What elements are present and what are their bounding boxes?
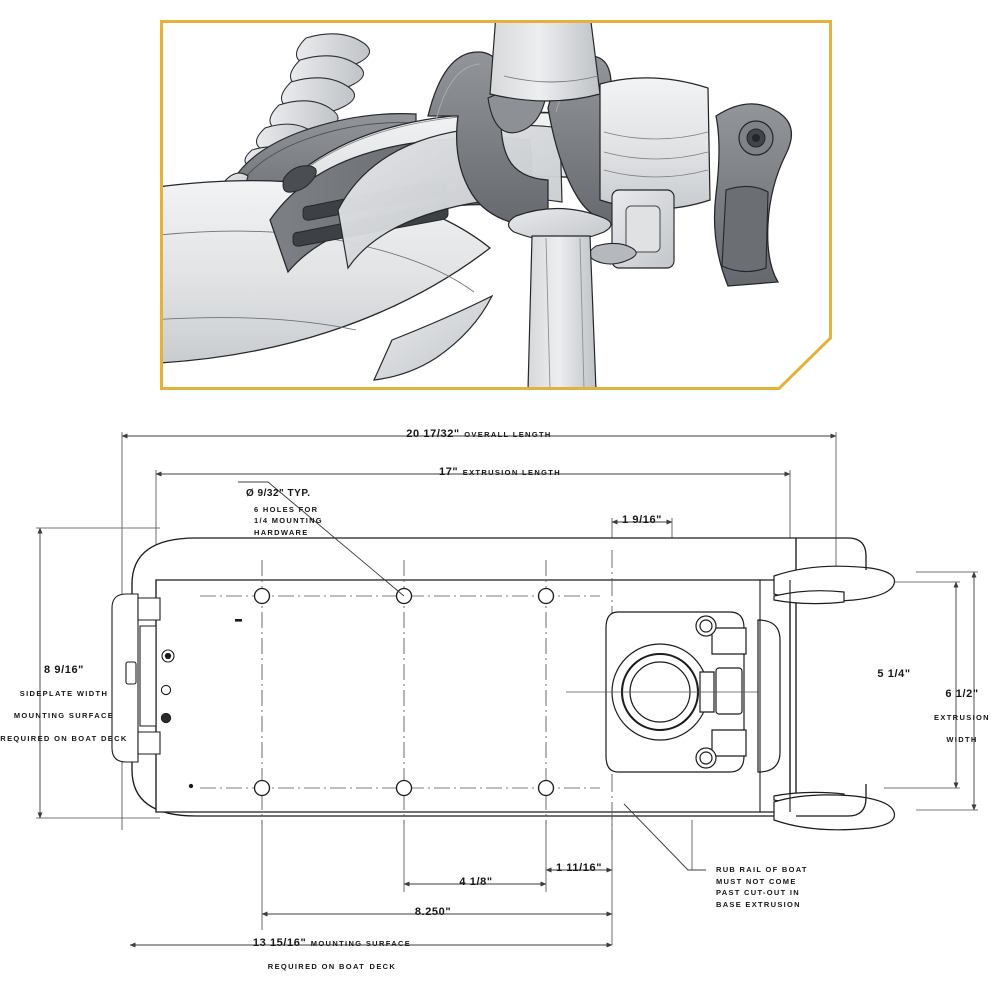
dim-mounting-surface-length-label2: REQUIRED ON BOAT bbox=[267, 961, 366, 971]
hole-callout-leader bbox=[238, 481, 405, 597]
dim-extrusion-width: 6 1/2" EXTRUSION WIDTH bbox=[924, 682, 1000, 750]
dim-extrusion-length-label: EXTRUSION LENGTH bbox=[462, 468, 561, 477]
dim-top-offset: 1 9/16" bbox=[598, 508, 686, 531]
top-view-svg bbox=[36, 432, 978, 948]
dim-overall-length-label: OVERALL LENGTH bbox=[464, 430, 552, 439]
panel-border bbox=[160, 20, 832, 390]
dim-overall-length: 20 17/32" OVERALL LENGTH bbox=[404, 422, 554, 445]
motor-shaft bbox=[507, 207, 612, 390]
dim-overall-length-value: 20 17/32" bbox=[406, 428, 460, 440]
dim-bottom-offset: 1 11/16" bbox=[520, 856, 638, 879]
callout-rub-rail: RUB RAIL OF BOAT MUST NOT COME PAST CUT-… bbox=[716, 864, 808, 911]
dim-mounting-surface-length: 13 15/16" MOUNTING SURFACE REQUIRED ON B… bbox=[252, 931, 412, 976]
dim-extrusion-length-value: 17" bbox=[439, 466, 459, 478]
callout-rub-rail-line1: RUB RAIL OF BOAT bbox=[716, 865, 808, 874]
right-pivot-arm bbox=[713, 103, 793, 287]
top-view-drawing: 20 17/32" OVERALL LENGTH 17" EXTRUSION L… bbox=[0, 400, 1000, 1000]
dim-sideplate-width-label1: SIDEPLATE WIDTH bbox=[19, 688, 109, 698]
left-bracket bbox=[111, 593, 161, 763]
product-render-panel bbox=[160, 20, 832, 390]
callout-rub-rail-line4: BASE EXTRUSION bbox=[716, 899, 801, 909]
product-render-illustration bbox=[160, 20, 832, 390]
dim-hole-span-vertical: 5 1/4" bbox=[862, 662, 926, 685]
callout-rub-rail-line2: MUST NOT COME bbox=[716, 876, 797, 886]
dim-top-offset-value: 1 9/16" bbox=[622, 514, 662, 526]
upper-shaft bbox=[489, 20, 601, 102]
callout-holes-line2: 1/4 MOUNTING bbox=[254, 516, 323, 526]
dim-extrusion-width-value: 6 1/2" bbox=[945, 688, 979, 700]
right-edges bbox=[759, 580, 791, 812]
dimension-lines bbox=[37, 433, 977, 948]
dim-extrusion-width-label1: EXTRUSION bbox=[934, 712, 990, 722]
dim-mounting-surface-length-label1: MOUNTING SURFACE bbox=[310, 939, 412, 948]
dim-hole-span-horizontal-value: 8.250" bbox=[414, 906, 452, 918]
dim-sideplate-width-value: 8 9/16" bbox=[44, 664, 84, 676]
dim-extrusion-length: 17" EXTRUSION LENGTH bbox=[430, 460, 570, 483]
dim-mounting-surface-length-value: 13 15/16" bbox=[252, 937, 307, 949]
callout-holes-line3: HARDWARE bbox=[254, 527, 309, 537]
dim-sideplate-width-label3: REQUIRED ON BOAT DECK bbox=[0, 734, 128, 744]
dim-hole-pitch: 4 1/8" bbox=[424, 870, 528, 893]
callout-holes-line1: 6 HOLES FOR bbox=[254, 505, 319, 514]
right-wing-levers bbox=[757, 565, 896, 831]
left-small-features bbox=[160, 619, 242, 789]
rub-rail-leader bbox=[623, 803, 706, 871]
dim-sideplate-width-label2: MOUNTING SURFACE bbox=[13, 711, 115, 721]
dim-hole-span-vertical-value: 5 1/4" bbox=[877, 668, 911, 680]
callout-holes: Ø 9/32" TYP. 6 HOLES FOR 1/4 MOUNTING HA… bbox=[246, 480, 323, 538]
callout-rub-rail-line3: PAST CUT-OUT IN bbox=[716, 888, 800, 898]
dim-hole-pitch-value: 4 1/8" bbox=[459, 876, 493, 888]
callout-holes-value: Ø 9/32" TYP. bbox=[246, 488, 311, 499]
dim-mounting-surface-length-label3: DECK bbox=[369, 961, 397, 971]
right-housing bbox=[588, 77, 711, 269]
dim-bottom-offset-value: 1 11/16" bbox=[555, 862, 603, 874]
dim-sideplate-width: 8 9/16" SIDEPLATE WIDTH MOUNTING SURFACE… bbox=[0, 658, 128, 749]
dim-hole-span-horizontal: 8.250" bbox=[378, 900, 488, 923]
outer-contour bbox=[796, 537, 867, 817]
dim-extrusion-width-label2: WIDTH bbox=[946, 735, 978, 745]
